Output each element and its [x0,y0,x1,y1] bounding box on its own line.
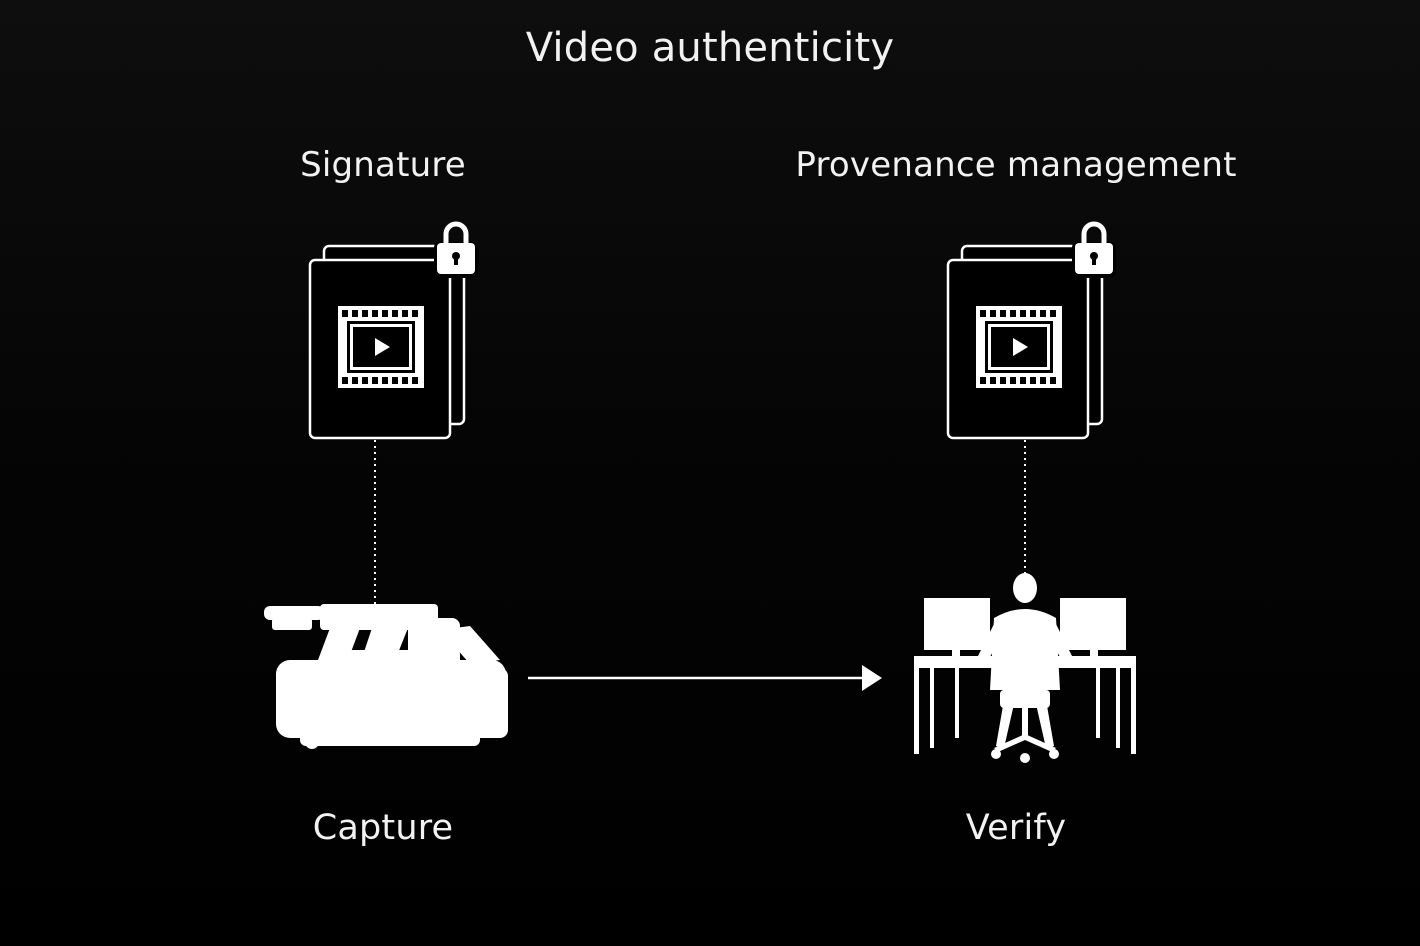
person-at-workstation-icon [914,573,1136,763]
capture-caption: Capture [312,808,454,848]
signed-video-file-icon-right [948,224,1116,438]
diagram-title: Video authenticity [525,25,895,71]
verify-caption: Verify [965,808,1067,848]
video-camera-icon [264,604,508,749]
provenance-heading: Provenance management [795,145,1237,185]
signed-video-file-icon-left [310,224,478,438]
signature-heading: Signature [300,145,466,185]
arrow-capture-to-verify [528,665,882,691]
